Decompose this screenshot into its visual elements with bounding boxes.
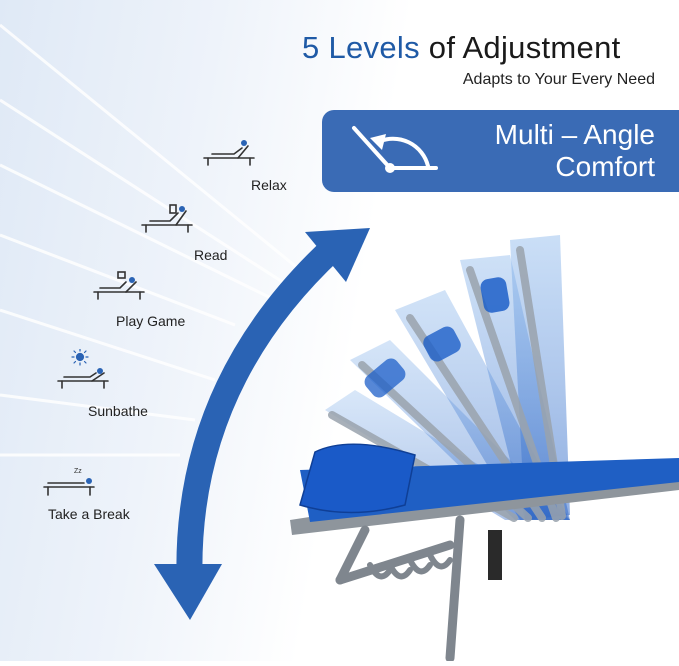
position-label: Play Game [116, 313, 186, 329]
relax-pose-icon [203, 140, 255, 166]
banner-text: Multi – Angle Comfort [495, 119, 655, 183]
page-title: 5 Levels of Adjustment [302, 30, 621, 66]
position-label: Relax [251, 177, 287, 193]
svg-text:Zz: Zz [74, 468, 82, 475]
recline-angle-icon [352, 126, 438, 173]
adjustment-range-arrow [154, 228, 370, 620]
multi-angle-banner: Multi – Angle Comfort [322, 110, 679, 192]
read-pose-icon [141, 204, 193, 233]
title-rest: of Adjustment [419, 30, 621, 65]
position-label: Sunbathe [88, 403, 148, 419]
position-label: Take a Break [48, 506, 130, 522]
page-subtitle: Adapts to Your Every Need [462, 71, 655, 88]
position-label: Read [194, 247, 228, 263]
sunbathe-pose-icon [57, 349, 109, 389]
lounge-chair-illustration [290, 235, 679, 661]
play-game-pose-icon [93, 271, 145, 300]
banner-line-1: Multi – Angle [494, 119, 655, 150]
banner-line-2: Comfort [555, 151, 655, 182]
take-a-break-pose-icon: Zz [43, 468, 95, 496]
title-accent: 5 Levels [302, 30, 420, 65]
